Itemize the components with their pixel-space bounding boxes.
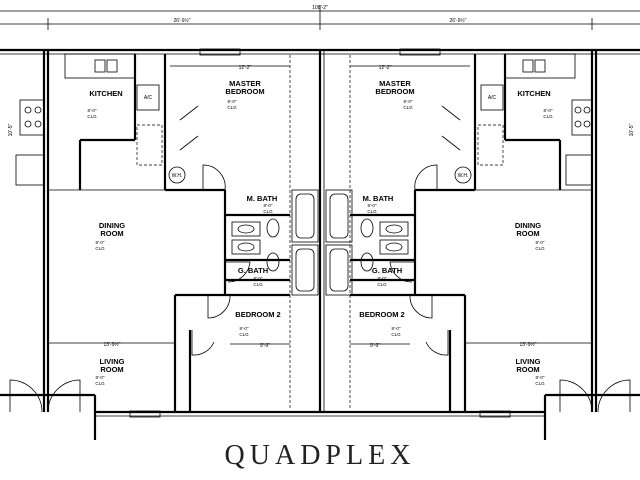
ceiling-height-gbath-right: 8'-0" xyxy=(378,276,387,281)
ceiling-height-bed2-left: 8'-0" xyxy=(240,326,249,331)
unit-right-dimension: 26'-9½" xyxy=(450,17,467,24)
ceiling-label-gbath-left: CLG xyxy=(253,282,263,287)
master-bedroom-label-left-line2: BEDROOM xyxy=(225,87,264,96)
kitchen-height-right: 10'-5" xyxy=(629,123,635,136)
bedroom2-label-right: BEDROOM 2 xyxy=(359,310,404,319)
master-bedroom-label-right-line2: BEDROOM xyxy=(375,87,414,96)
left-unit-walls xyxy=(48,54,290,412)
top-dimensions: 108'-2" 26'-9½" 26'-9½" xyxy=(0,5,640,30)
ceiling-label-master-left: CLG xyxy=(227,105,237,110)
wh-label-left: W.H. xyxy=(172,173,183,179)
kitchen-left-fixtures xyxy=(15,53,186,186)
living-room-label-left-line1: LIVING xyxy=(99,357,124,366)
ceiling-label-living-left: CLG xyxy=(95,381,105,386)
kitchen-label-right: KITCHEN xyxy=(517,89,550,98)
master-width-left: 12'-2" xyxy=(239,65,252,71)
ac-label-right: A/C xyxy=(488,95,497,101)
bedroom2-label-left: BEDROOM 2 xyxy=(235,310,280,319)
ceiling-label-kitchen-left: CLG xyxy=(87,114,97,119)
ceiling-markers: 8'-0" CLG 8'-0" CLG 8'-0" CLG 8'-0" CLG … xyxy=(87,99,553,386)
dining-room-label-right-line2: ROOM xyxy=(516,229,539,238)
guest-bath-label-right: G. BATH xyxy=(372,266,402,275)
living-dimension-left: 13'-9½" xyxy=(104,341,121,348)
bed2-dimension-right: 9'-9" xyxy=(370,343,380,349)
ceiling-height-mbath-right: 8'-0" xyxy=(368,203,377,208)
ceiling-label-dining-right: CLG xyxy=(535,246,545,251)
master-bath-label-left: M. BATH xyxy=(247,194,278,203)
dining-room-label-left-line2: ROOM xyxy=(100,229,123,238)
dining-room-label-right-line1: DINING xyxy=(515,221,541,230)
ceiling-height-dining-left: 8'-0" xyxy=(96,240,105,245)
ceiling-label-dining-left: CLG xyxy=(95,246,105,251)
wh-label-right: W.H. xyxy=(458,173,469,179)
living-room-label-left-line2: ROOM xyxy=(100,365,123,374)
master-width-right: 12'-2" xyxy=(379,65,392,71)
guest-bath-label-left: G. BATH xyxy=(238,266,268,275)
living-room-label-right-line2: ROOM xyxy=(516,365,539,374)
bed2-dimension-left: 9'-9" xyxy=(260,343,270,349)
master-bedroom-label-left-line1: MASTER xyxy=(229,79,261,88)
ceiling-height-master-right: 8'-0" xyxy=(404,99,413,104)
ceiling-label-mbath-right: CLG xyxy=(367,209,377,214)
ceiling-height-kitchen-right: 8'-0" xyxy=(544,108,553,113)
dining-room-label-left-line1: DINING xyxy=(99,221,125,230)
overall-dimension: 108'-2" xyxy=(312,5,328,11)
ceiling-label-bed2-right: CLG xyxy=(391,332,401,337)
right-unit-walls xyxy=(350,54,592,412)
master-bedroom-label-right-line1: MASTER xyxy=(379,79,411,88)
party-walls xyxy=(42,50,598,412)
room-labels: KITCHEN KITCHEN A/C A/C W.H. W.H. MASTER… xyxy=(89,79,550,374)
ceiling-height-living-left: 8'-0" xyxy=(96,375,105,380)
unit-left-dimension: 26'-9½" xyxy=(174,17,191,24)
kitchen-label-left: KITCHEN xyxy=(89,89,122,98)
ceiling-height-gbath-left: 8'-0" xyxy=(254,276,263,281)
ceiling-height-bed2-right: 8'-0" xyxy=(392,326,401,331)
bath-fixtures xyxy=(231,189,409,296)
interior-dimensions: 12'-2" 12'-2" 13'-9½" 13'-9½" 9'-9" 9'-9… xyxy=(8,65,635,349)
ceiling-height-mbath-left: 8'-0" xyxy=(264,203,273,208)
ceiling-height-master-left: 8'-0" xyxy=(228,99,237,104)
ceiling-label-kitchen-right: CLG xyxy=(543,114,553,119)
ceiling-label-gbath-right: CLG xyxy=(377,282,387,287)
ceiling-label-bed2-left: CLG xyxy=(239,332,249,337)
master-bath-label-right: M. BATH xyxy=(363,194,394,203)
ac-label-left: A/C xyxy=(144,95,153,101)
kitchen-right-fixtures xyxy=(454,53,593,186)
ceiling-label-master-right: CLG xyxy=(403,105,413,110)
ceiling-label-mbath-left: CLG xyxy=(263,209,273,214)
ceiling-height-dining-right: 8'-0" xyxy=(536,240,545,245)
kitchen-height-left: 10'-5" xyxy=(8,123,14,136)
living-dimension-right: 13'-9½" xyxy=(520,341,537,348)
doors xyxy=(9,105,631,413)
ceiling-height-living-right: 8'-0" xyxy=(536,375,545,380)
plan-title: QUADPLEX xyxy=(224,440,416,471)
living-room-label-right-line1: LIVING xyxy=(515,357,540,366)
ceiling-height-kitchen-left: 8'-0" xyxy=(88,108,97,113)
ceiling-label-living-right: CLG xyxy=(535,381,545,386)
